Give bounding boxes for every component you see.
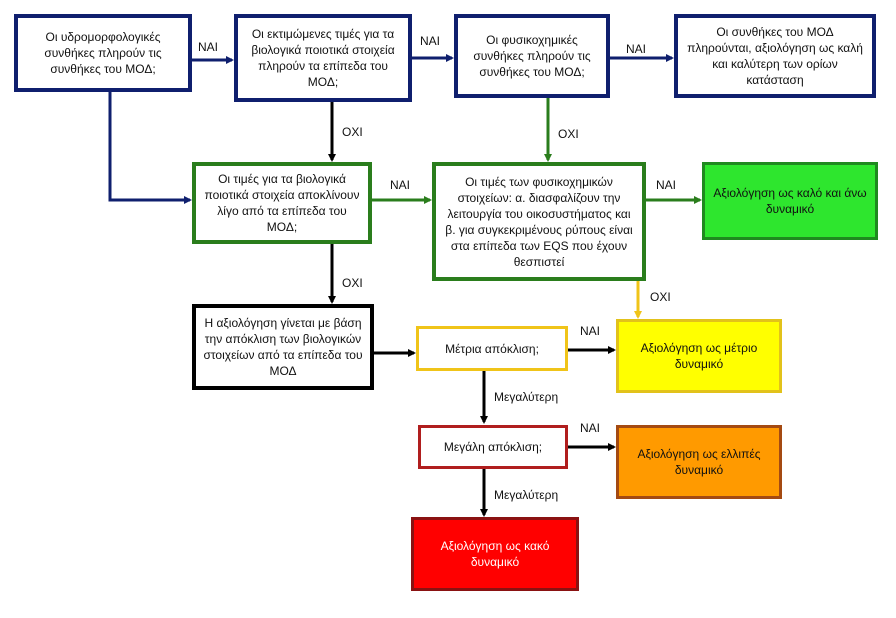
label-yes-4: ΝΑΙ [390,178,411,192]
box-hydromorph: Οι υδρομορφολογικές συνθήκες πληρούν τις… [14,14,192,92]
box-bad-result: Αξιολόγηση ως κακό δυναμικό [411,517,579,591]
box-physchem-values: Οι τιμές των φυσικοχημικών στοιχείων: α.… [432,162,646,281]
box-physchem: Οι φυσικοχημικές συνθήκες πληρούν τις συ… [454,14,610,98]
label-no-3: ΟΧΙ [342,276,363,290]
label-yes-6: ΝΑΙ [580,324,601,338]
box-moderate-question: Μέτρια απόκλιση; [416,326,568,371]
label-yes-5: ΝΑΙ [656,178,677,192]
label-no-1: ΟΧΙ [342,125,363,139]
label-greater-1: Μεγαλύτερη [494,390,559,404]
label-no-2: ΟΧΙ [558,127,579,141]
label-no-4: ΟΧΙ [650,290,671,304]
label-yes-2: ΝΑΙ [420,34,441,48]
label-greater-2: Μεγαλύτερη [494,488,559,502]
label-yes-3: ΝΑΙ [626,42,647,56]
box-good-above: Αξιολόγηση ως καλό και άνω δυναμικό [702,162,878,240]
label-yes-7: ΝΑΙ [580,421,601,435]
box-deviation-based: Η αξιολόγηση γίνεται με βάση την απόκλισ… [192,304,374,390]
arrow-hydro-down-to-slight [108,92,192,204]
box-bio-slight: Οι τιμές για τα βιολογικά ποιοτικά στοιχ… [192,162,372,244]
box-bio-estimates: Οι εκτιμώμενες τιμές για τα βιολογικά πο… [234,14,412,102]
box-mod-met: Οι συνθήκες του ΜΟΔ πληρούνται, αξιολόγη… [674,14,876,98]
box-major-question: Μεγάλη απόκλιση; [418,425,568,469]
box-poor-result: Αξιολόγηση ως ελλιπές δυναμικό [616,425,782,499]
box-moderate-result: Αξιολόγηση ως μέτριο δυναμικό [616,319,782,393]
label-yes-1: ΝΑΙ [198,40,219,54]
